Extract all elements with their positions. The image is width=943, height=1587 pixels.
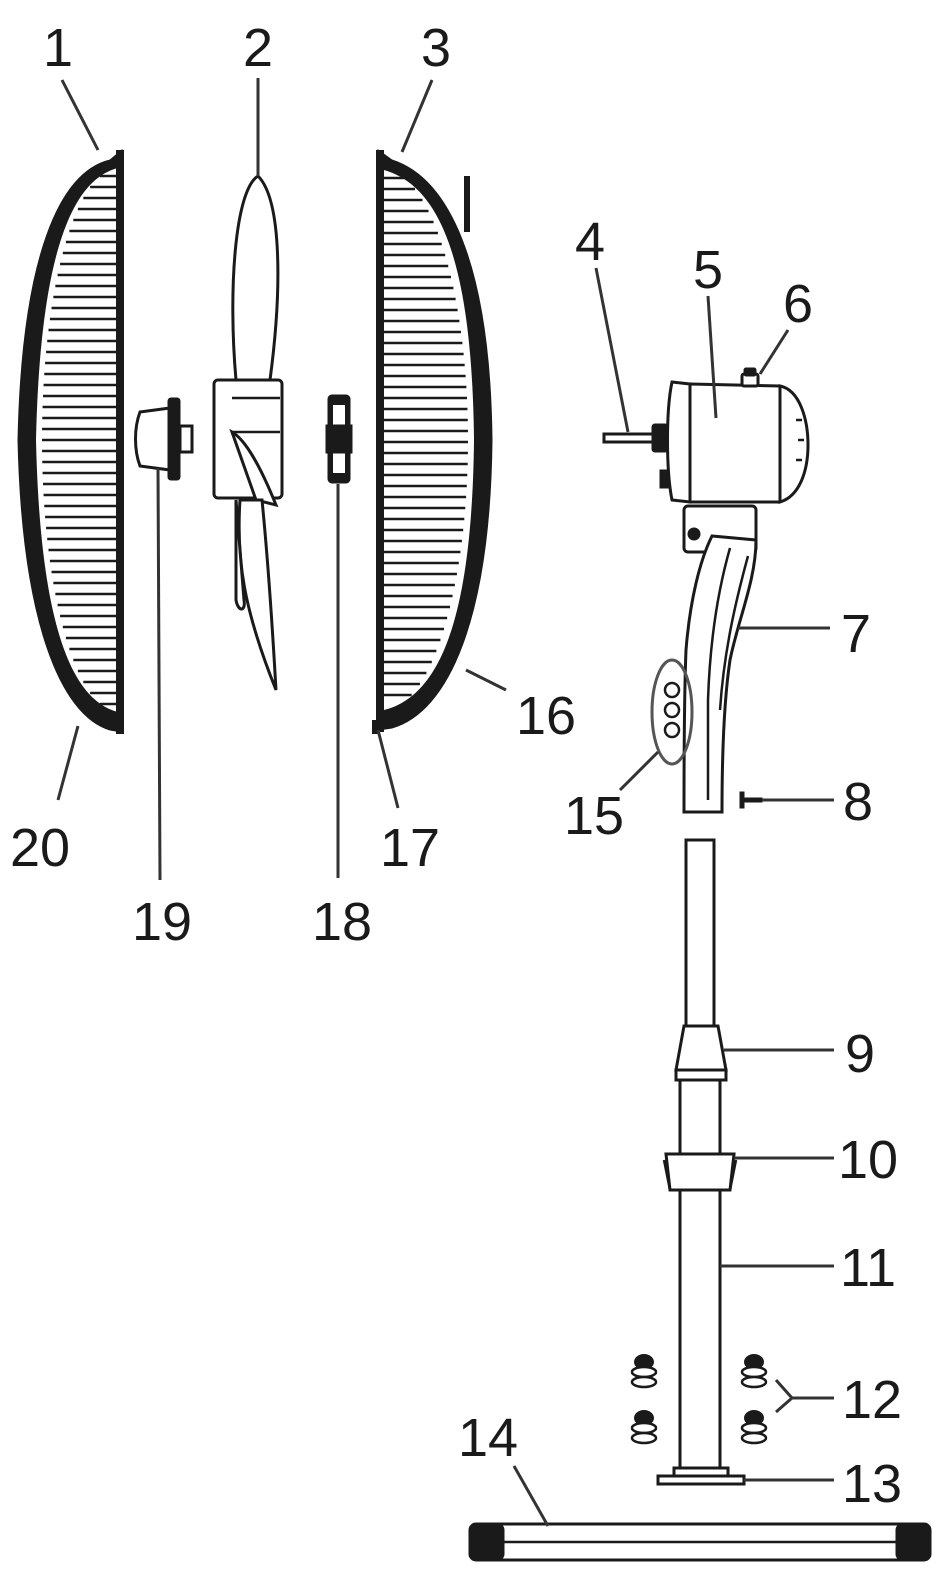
label-part-5: 5 [693, 240, 723, 300]
screw-washer [740, 1354, 768, 1389]
label-part-18: 18 [312, 892, 372, 952]
screw-washer [630, 1410, 658, 1445]
motor-bracket [682, 504, 758, 814]
control-buttons-highlight [650, 658, 694, 766]
pole-collar [662, 1152, 738, 1192]
height-lock-nut [674, 1024, 728, 1082]
leader-lines [56, 78, 834, 1527]
pole-base-plate [656, 1466, 746, 1486]
label-part-7: 7 [841, 604, 871, 664]
lower-pole [678, 1078, 722, 1474]
rear-grille-nut [325, 394, 353, 484]
label-part-10: 10 [838, 1130, 898, 1190]
label-part-14: 14 [458, 1408, 518, 1468]
base-foot [468, 1522, 932, 1562]
label-part-13: 13 [842, 1454, 902, 1514]
label-part-1: 1 [43, 18, 73, 78]
locking-screw [739, 791, 763, 809]
label-part-16: 16 [516, 686, 576, 746]
blade-spinner [134, 397, 194, 481]
label-part-20: 20 [10, 818, 70, 878]
label-part-11: 11 [840, 1238, 896, 1298]
upper-pole [684, 838, 716, 1028]
base-screws [630, 1354, 768, 1445]
front-grille [17, 148, 124, 734]
motor-housing [659, 380, 810, 505]
label-part-9: 9 [845, 1024, 875, 1084]
rear-grille [372, 149, 493, 734]
label-part-4: 4 [575, 212, 605, 272]
label-part-6: 6 [783, 274, 813, 334]
label-part-17: 17 [380, 818, 440, 878]
label-part-8: 8 [843, 772, 873, 832]
motor-shaft [602, 423, 669, 453]
fan-blade [212, 174, 284, 691]
screw-washer [630, 1354, 658, 1389]
oscillation-knob [740, 367, 760, 388]
label-part-3: 3 [421, 18, 451, 78]
label-part-2: 2 [243, 18, 273, 78]
part-labels: 1 2 3 4 5 6 7 8 9 10 11 12 13 14 15 16 1… [10, 18, 902, 1514]
label-part-12: 12 [842, 1370, 902, 1430]
label-part-15: 15 [564, 786, 624, 846]
screw-washer [740, 1410, 768, 1445]
label-part-19: 19 [132, 892, 192, 952]
